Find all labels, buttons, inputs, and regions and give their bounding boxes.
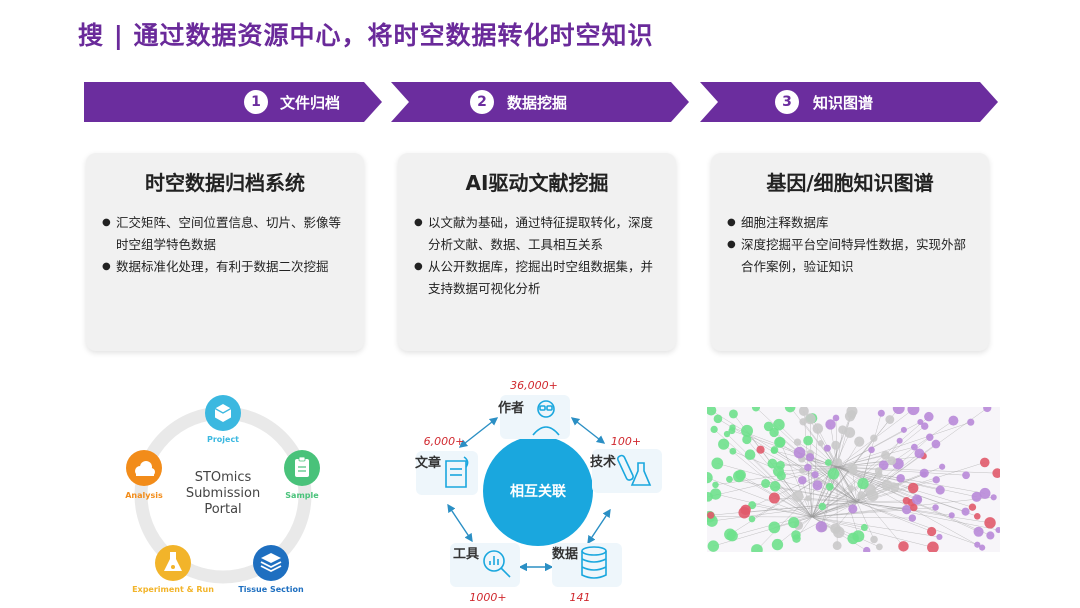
- step-knowledge-graph: 3 知识图谱: [700, 82, 998, 122]
- portal-node-label: Tissue Section: [238, 585, 304, 594]
- step-arrow-shape: [700, 82, 998, 122]
- portal-center-line-2: Submission: [186, 486, 260, 501]
- submission-portal-diagram: STOmics Submission Portal Project Sample…: [125, 395, 320, 594]
- layers-icon: [260, 553, 282, 573]
- card-title: 基因/细胞知识图谱: [766, 171, 934, 195]
- relation-network-diagram: 相互关联 36,000+ 作者 100+ 技术 数据 141: [415, 379, 662, 604]
- step-label: 数据挖掘: [507, 94, 568, 112]
- portal-node-label: Experiment & Run: [132, 585, 214, 594]
- scroll-icon: [445, 456, 469, 488]
- card-knowledge-graph: 基因/细胞知识图谱 细胞注释数据库 深度挖掘平台空间特异性数据，实现外部合作案例…: [711, 153, 989, 351]
- node-name: 工具: [453, 547, 479, 562]
- portal-node-experiment-run: Experiment & Run: [132, 545, 214, 594]
- step-file-archive: 1 文件归档: [84, 82, 382, 122]
- portal-node-label: Analysis: [125, 491, 163, 500]
- node-name: 数据: [552, 546, 578, 562]
- network-node-author: 36,000+ 作者: [498, 379, 570, 439]
- card-bullet: 深度挖掘平台空间特异性数据，实现外部合作案例，验证知识: [727, 234, 975, 278]
- card-title: 时空数据归档系统: [145, 171, 305, 195]
- knowledge-graph-image: [707, 407, 1000, 552]
- scientist-icon: [532, 400, 560, 436]
- step-number: 1: [244, 90, 268, 114]
- node-name: 技术: [590, 454, 616, 470]
- card-bullets: 以文献为基础，通过特征提取转化，深度分析文献、数据、工具相互关系 从公开数据库，…: [398, 212, 676, 300]
- card-title: AI驱动文献挖掘: [465, 171, 609, 195]
- node-name: 文章: [415, 455, 441, 471]
- step-data-mining: 2 数据挖掘: [391, 82, 689, 122]
- node-count: 141: [570, 591, 591, 604]
- card-bullets: 汇交矩阵、空间位置信息、切片、影像等时空组学特色数据 数据标准化处理，有利于数据…: [86, 212, 364, 278]
- card-ai-literature: AI驱动文献挖掘 以文献为基础，通过特征提取转化，深度分析文献、数据、工具相互关…: [398, 153, 676, 351]
- portal-node-project: Project: [205, 395, 241, 444]
- step-number: 3: [775, 90, 799, 114]
- node-count: 1000+: [469, 591, 506, 604]
- card-bullet: 数据标准化处理，有利于数据二次挖掘: [102, 256, 350, 278]
- cube-icon: [214, 404, 232, 422]
- clipboard-icon: [295, 456, 309, 477]
- portal-node-label: Sample: [285, 491, 319, 500]
- node-count: 100+: [611, 435, 641, 448]
- card-bullet: 从公开数据库，挖掘出时空组数据集，并支持数据可视化分析: [414, 256, 662, 300]
- cloud-icon: [135, 461, 155, 476]
- portal-node-analysis: Analysis: [125, 450, 163, 500]
- portal-node-tissue-section: Tissue Section: [238, 545, 304, 594]
- node-name: 作者: [498, 400, 524, 416]
- portal-center-line-1: STOmics: [195, 470, 252, 485]
- portal-node-sample: Sample: [284, 450, 320, 500]
- network-node-tech: 100+ 技术: [590, 435, 662, 493]
- network-node-article: 6,000+ 文章: [415, 435, 478, 495]
- step-arrow-shape: [84, 82, 382, 122]
- card-bullet: 细胞注释数据库: [727, 212, 975, 234]
- hub-circle: [483, 436, 593, 546]
- card-bullets: 细胞注释数据库 深度挖掘平台空间特异性数据，实现外部合作案例，验证知识: [711, 212, 989, 278]
- card-bullet: 以文献为基础，通过特征提取转化，深度分析文献、数据、工具相互关系: [414, 212, 662, 256]
- network-node-tool: 工具 1000+: [450, 543, 520, 604]
- step-label: 文件归档: [280, 94, 341, 112]
- step-label: 知识图谱: [813, 94, 874, 112]
- hub-label: 相互关联: [510, 483, 567, 500]
- page-title: 搜 | 通过数据资源中心，将时空数据转化时空知识: [78, 21, 654, 50]
- node-count: 36,000+: [510, 379, 558, 392]
- card-archive-system: 时空数据归档系统 汇交矩阵、空间位置信息、切片、影像等时空组学特色数据 数据标准…: [86, 153, 364, 351]
- network-node-data: 数据 141: [552, 543, 622, 604]
- node-count: 6,000+: [424, 435, 465, 448]
- magnifier-chart-icon: [483, 550, 511, 578]
- flask-icon: [164, 552, 182, 571]
- portal-node-label: Project: [207, 435, 239, 444]
- test-tube-icon: [616, 454, 652, 486]
- relation-arrows: [447, 417, 611, 572]
- step-arrow-shape: [391, 82, 689, 122]
- portal-center-line-3: Portal: [204, 502, 241, 517]
- card-bullet: 汇交矩阵、空间位置信息、切片、影像等时空组学特色数据: [102, 212, 350, 256]
- database-icon: [581, 546, 607, 579]
- step-number: 2: [470, 90, 494, 114]
